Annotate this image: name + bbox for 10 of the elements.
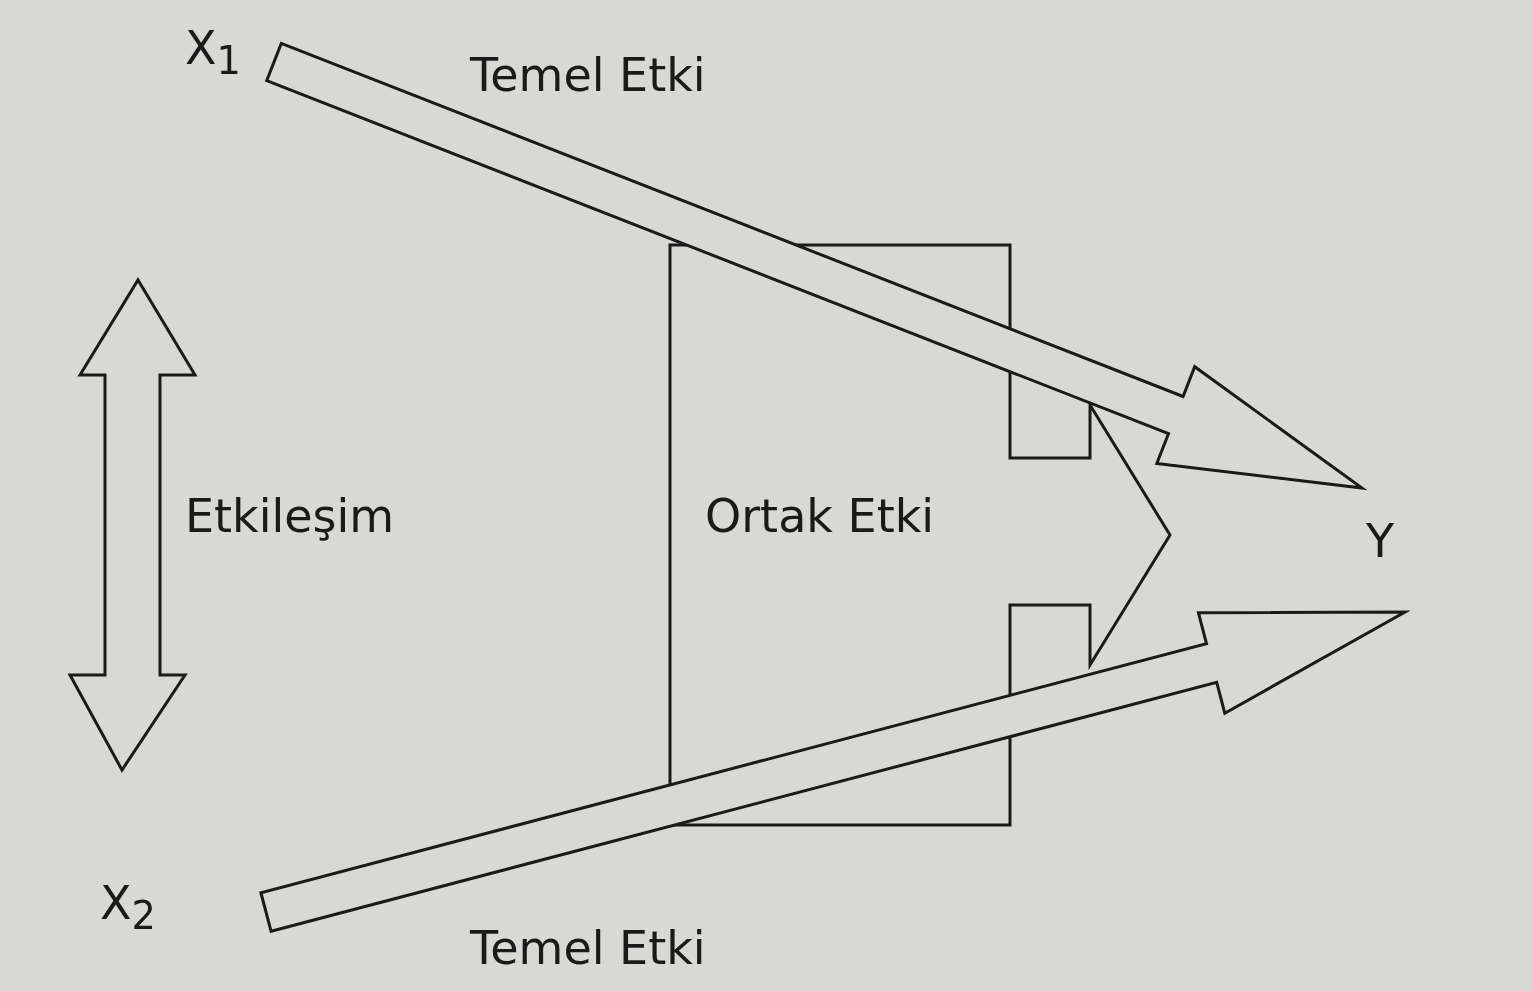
block-arrow bbox=[264, 41, 1368, 491]
variable-label: Y bbox=[1366, 518, 1396, 564]
edge-label: Temel Etki bbox=[470, 52, 706, 98]
node-label: Ortak Etki bbox=[705, 493, 935, 539]
edge-label: Temel Etki bbox=[470, 925, 706, 971]
common-effect-shape bbox=[668, 243, 1172, 827]
interaction-label: Etkileşim bbox=[185, 493, 395, 539]
variable-label: X$_{2}$ bbox=[100, 880, 157, 936]
variable-label: X$_{1}$ bbox=[185, 25, 242, 81]
block-arrow bbox=[259, 610, 1411, 934]
